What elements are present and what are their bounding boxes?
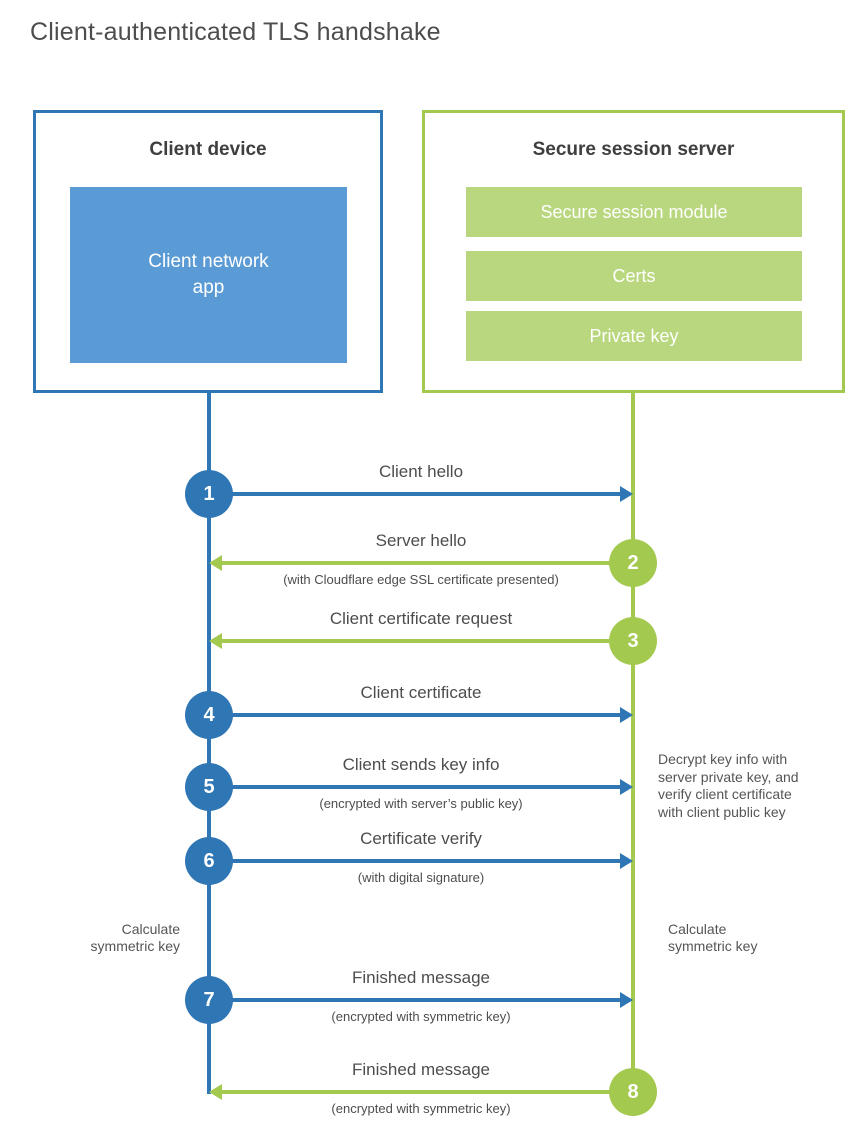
message-label: Server hello — [375, 531, 467, 550]
message-arrowhead-icon — [209, 633, 222, 649]
message-arrowhead-icon — [620, 707, 633, 723]
message-sublabel: (with digital signature) — [357, 870, 485, 885]
message-arrowhead-icon — [620, 992, 633, 1008]
message-arrowhead-icon — [620, 853, 633, 869]
message-sublabel: (with Cloudflare edge SSL certificate pr… — [283, 572, 559, 587]
step-number-badge: 1 — [185, 470, 233, 518]
message-arrow-line — [222, 1090, 613, 1094]
page-title: Client-authenticated TLS handshake — [30, 18, 441, 46]
message-arrow-line — [229, 785, 620, 789]
server-lifeline — [631, 393, 635, 1092]
message-arrowhead-icon — [620, 779, 633, 795]
message-sublabel: (encrypted with symmetric key) — [331, 1009, 511, 1024]
server-calculate-note: Calculate symmetric key — [668, 921, 758, 954]
client-lifeline — [207, 393, 211, 1094]
message-sublabel: (encrypted with server’s public key) — [319, 796, 523, 811]
message-label: Client hello — [378, 462, 464, 481]
step-number-badge: 4 — [185, 691, 233, 739]
step-number-badge: 5 — [185, 763, 233, 811]
message-label: Finished message — [352, 968, 490, 987]
message-label: Client certificate — [360, 683, 482, 702]
message-arrowhead-icon — [620, 486, 633, 502]
message-arrowhead-icon — [209, 555, 222, 571]
message-label: Client sends key info — [342, 755, 500, 774]
message-label: Client certificate request — [329, 609, 513, 628]
private-key-bar: Private key — [466, 311, 802, 361]
step-number-badge: 8 — [609, 1068, 657, 1116]
message-arrowhead-icon — [209, 1084, 222, 1100]
step-number-badge: 2 — [609, 539, 657, 587]
message-sublabel: (encrypted with symmetric key) — [331, 1101, 511, 1116]
message-arrow-line — [229, 859, 620, 863]
step-number-badge: 7 — [185, 976, 233, 1024]
secure-session-server-title: Secure session server — [532, 139, 735, 160]
message-label: Finished message — [352, 1060, 490, 1079]
certs-bar: Certs — [466, 251, 802, 301]
client-network-app-box: Client network app — [70, 187, 347, 363]
message-label: Certificate verify — [360, 829, 482, 848]
client-device-title: Client device — [149, 139, 267, 160]
secure-session-module-bar: Secure session module — [466, 187, 802, 237]
message-arrow-line — [229, 713, 620, 717]
message-arrow-line — [222, 639, 613, 643]
step-number-badge: 6 — [185, 837, 233, 885]
step-number-badge: 3 — [609, 617, 657, 665]
message-arrow-line — [222, 561, 613, 565]
message-arrow-line — [229, 998, 620, 1002]
message-arrow-line — [229, 492, 620, 496]
client-calculate-note: Calculate symmetric key — [90, 921, 180, 954]
server-decrypt-note: Decrypt key info with server private key… — [658, 751, 799, 820]
